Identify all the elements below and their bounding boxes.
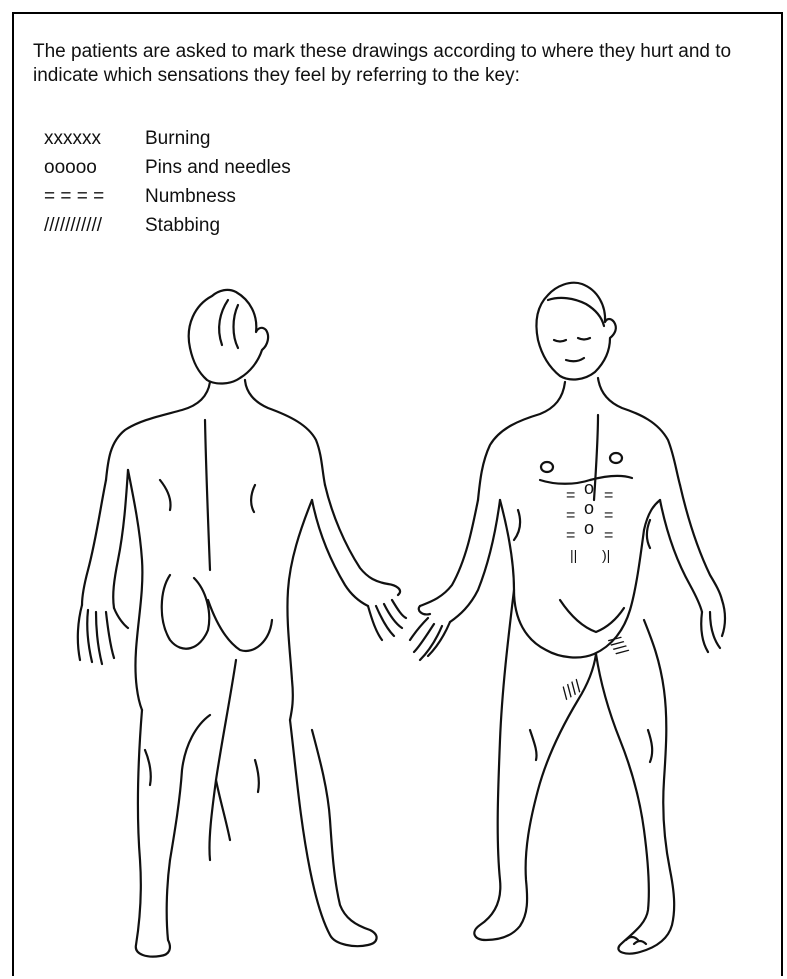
figure-front-icon xyxy=(410,283,725,954)
numbness-mark: = xyxy=(604,527,613,544)
figure-back-icon xyxy=(78,290,406,957)
stab-mark: )| xyxy=(602,547,610,563)
pins-mark: o xyxy=(584,498,594,518)
numbness-mark: = xyxy=(566,527,575,544)
pins-mark: o xyxy=(584,478,594,498)
numbness-mark: = xyxy=(566,507,575,524)
numbness-mark: = xyxy=(604,487,613,504)
stab-mark: //// xyxy=(605,632,632,659)
numbness-mark: = xyxy=(604,507,613,524)
stab-mark: //// xyxy=(558,676,585,703)
patient-markings: = = = o o o = = = || )| //// //// xyxy=(558,478,632,703)
stab-mark: || xyxy=(570,547,577,563)
numbness-mark: = xyxy=(566,487,575,504)
pins-mark: o xyxy=(584,518,594,538)
